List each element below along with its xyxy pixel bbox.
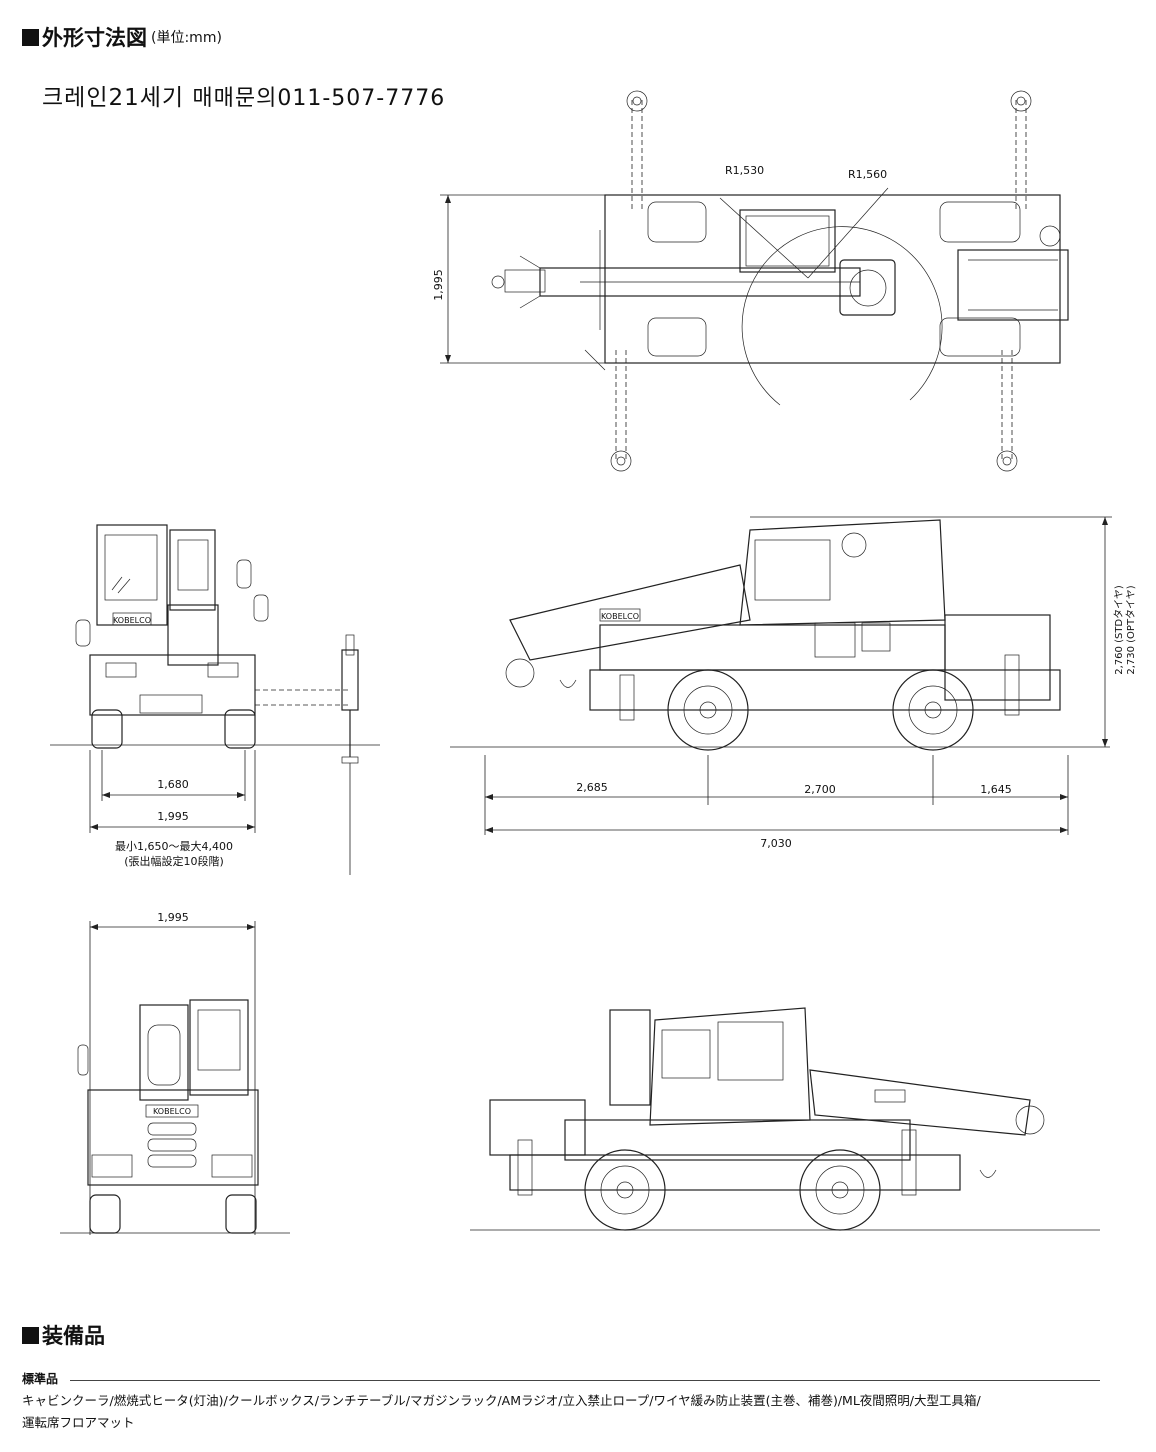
height-opt-dim: 2,730 (OPTタイヤ)	[1125, 585, 1137, 674]
top-width-dim: 1,995	[432, 269, 445, 301]
diagram-section-title: 外形寸法図 (単位:mm)	[22, 22, 222, 52]
equipment-line-2: 運転席フロアマット	[22, 1415, 135, 1430]
side-total-length-dim: 7,030	[760, 837, 792, 850]
rear-brand: KOBELCO	[153, 1107, 191, 1116]
front-width-dim: 1,995	[157, 810, 189, 823]
square-bullet-icon	[22, 1326, 39, 1344]
rear-width-dim: 1,995	[157, 911, 189, 924]
front-track-dim: 1,680	[157, 778, 189, 791]
side-view-drawing: 2,760 (STDタイヤ) 2,730 (OPTタイヤ) KOBELCO 2,…	[450, 516, 1137, 850]
square-bullet-icon	[22, 28, 39, 46]
side-wheelbase-dim: 2,700	[804, 783, 836, 796]
unit-note: (単位:mm)	[151, 30, 222, 46]
inquiry-phone: 매매문의011-507-7776	[192, 86, 446, 111]
height-std-dim: 2,760 (STDタイヤ)	[1113, 585, 1125, 675]
divider	[70, 1380, 1100, 1381]
equipment-line-1: キャビンクーラ/燃焼式ヒータ(灯油)/クールボックス/ランチテーブル/マガジンラ…	[22, 1393, 981, 1408]
side-view-reverse-drawing	[470, 1007, 1100, 1231]
equipment-title-text: 装備品	[42, 1324, 105, 1348]
company-name: 크레인21세기	[42, 85, 185, 111]
standard-items-label: 標準品	[22, 1372, 59, 1386]
side-front-overhang-dim: 2,685	[576, 781, 608, 794]
outrigger-steps-note: (張出幅設定10段階)	[124, 854, 224, 868]
section-title-text: 外形寸法図	[42, 26, 147, 50]
contact-line: 크레인21세기 매매문의011-507-7776	[42, 78, 445, 112]
outrigger-beams	[610, 90, 1032, 472]
standard-equipment-list: キャビンクーラ/燃焼式ヒータ(灯油)/クールボックス/ランチテーブル/マガジンラ…	[22, 1390, 1132, 1434]
top-view-drawing: 1,995 R1,530 R1,560	[432, 90, 1069, 472]
side-brand: KOBELCO	[601, 612, 639, 621]
front-view-drawing: KOBELCO 1,680 1,995 最小1,650～最大4,400 (張出幅…	[50, 524, 380, 875]
front-brand: KOBELCO	[113, 616, 151, 625]
outrigger-range-note: 最小1,650～最大4,400	[115, 839, 233, 853]
rear-view-drawing: 1,995 KOBELCO	[60, 911, 290, 1235]
equipment-section-title: 装備品	[22, 1320, 105, 1350]
radius-label-right: R1,560	[848, 168, 887, 181]
side-rear-overhang-dim: 1,645	[980, 783, 1012, 796]
radius-label-left: R1,530	[725, 164, 764, 177]
